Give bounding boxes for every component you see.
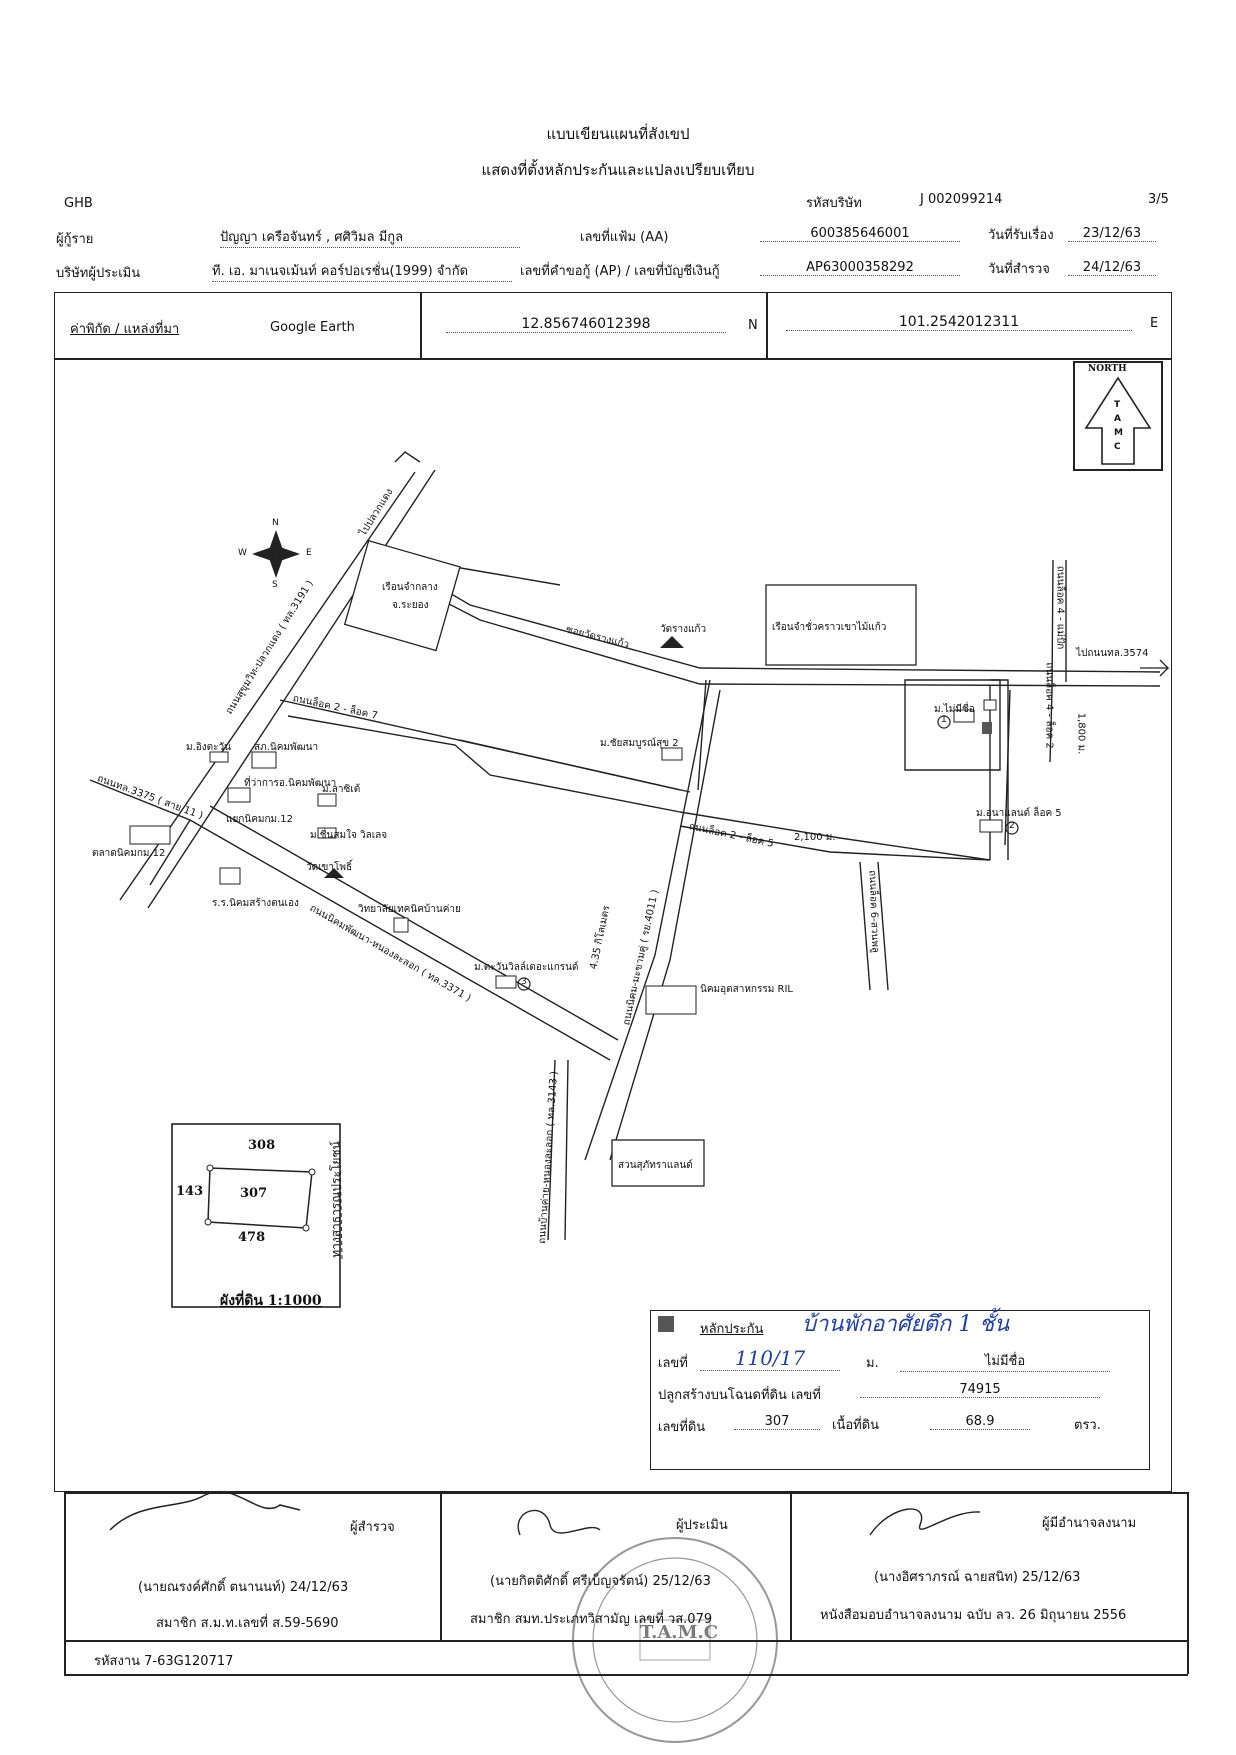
label-wat-khao-pho: วัดเขาโพธิ์: [306, 862, 353, 873]
borrower-label: ผู้กู้ราย: [56, 232, 94, 247]
label-pao-office: สภ.นิคมพัฒนา: [254, 742, 319, 753]
ap-value: AP63000358292: [760, 260, 960, 276]
compass-w: W: [238, 548, 247, 558]
label-suan-suphat: สวนสุภัทราแลนด์: [618, 1160, 693, 1171]
collateral-area: 68.9: [930, 1414, 1030, 1430]
label-temp-prison: เรือนจำชั่วคราวเขาไม้แก้ว: [772, 622, 887, 633]
label-road-lok6: ถนนล็อค 6-สวนพลู: [866, 869, 881, 954]
collateral-deed: 74915: [860, 1382, 1100, 1398]
parcel-143: 143: [176, 1184, 204, 1199]
signer-name: (นางอิศราภรณ์ ฉายสนิท) 25/12/63: [874, 1570, 1081, 1585]
collateral-no-label: เลขที่: [658, 1356, 688, 1371]
collateral-no: 110/17: [700, 1346, 840, 1371]
file-no-value: 600385646001: [760, 226, 960, 242]
inspector-member: สมาชิก ส.ม.ท.เลขที่ ส.59-5690: [156, 1616, 339, 1631]
page-number: 3/5: [1148, 192, 1169, 207]
received-label: วันที่รับเรื่อง: [988, 228, 1054, 243]
label-road-lok4-2: ถนนล็อค 4 - ล็อค 2: [1043, 662, 1055, 749]
label-dist-1800: 1,800 ม.: [1075, 712, 1087, 755]
parcel-308: 308: [248, 1138, 276, 1153]
label-prison-1: เรือนจำกลาง: [382, 582, 438, 593]
received-date: 23/12/63: [1068, 226, 1156, 242]
doc-title: แบบเขียนแผนที่สังเขป: [546, 125, 690, 143]
survey-label: วันที่สำรวจ: [988, 262, 1050, 277]
north-letter-c: C: [1114, 442, 1121, 452]
label-lachite: ม.ลาซิเต้: [322, 784, 361, 795]
signer-auth: หนังสือมอบอำนาจลงนาม ฉบับ ลว. 26 มิถุนาย…: [820, 1608, 1127, 1623]
inspector-name: (นายณรงค์ศักดิ์ ตนานนท์) 24/12/63: [138, 1580, 349, 1595]
collateral-village: ไม่มีชื่อ: [900, 1350, 1110, 1372]
org-label: GHB: [64, 196, 93, 211]
collateral-land-no-label: เลขที่ดิน: [658, 1420, 706, 1435]
job-code: รหัสงาน 7-63G120717: [94, 1654, 234, 1669]
label-district-office: ที่ว่าการอ.นิคมพัฒนา: [244, 778, 337, 789]
label-ing-tawan: ม.อิงตะวัน: [186, 742, 231, 753]
label-no-name-village: ม.ไม่มีชื่อ: [934, 704, 975, 715]
north-letter-t: T: [1114, 400, 1121, 410]
coords-lon: 101.2542012311: [786, 314, 1132, 331]
coords-lat: 12.856746012398: [446, 316, 726, 333]
label-college: วิทยาลัยเทคนิคบ้านค่าย: [358, 904, 461, 915]
appraiser-label: บริษัทผู้ประเมิน: [56, 266, 141, 281]
compass-s: S: [272, 580, 278, 590]
marker-1: 1: [941, 715, 947, 725]
coords-label: ค่าพิกัด / แหล่งที่มา: [70, 322, 180, 337]
north-letter-a: A: [1114, 414, 1121, 424]
collateral-area-label: เนื้อที่ดิน: [832, 1418, 880, 1433]
label-yaek-nikhom: แยกนิคมกม.12: [226, 814, 294, 825]
marker-3: 3: [521, 977, 527, 987]
appraiser-role: ผู้ประเมิน: [676, 1518, 728, 1533]
label-tawan-village: ม.ตะวันวิลล์เดอะแกรนด์: [474, 962, 579, 973]
company-code: J 002099214: [920, 192, 1003, 207]
parcel-478: 478: [238, 1230, 266, 1245]
collateral-type: บ้านพักอาศัยตึก 1 ชั้น: [802, 1312, 1010, 1337]
compass-e: E: [306, 548, 312, 558]
marker-2: 2: [1009, 821, 1015, 831]
label-dist-2100: 2,100 ม.: [794, 832, 836, 843]
ap-label: เลขที่คำขอกู้ (AP) / เลขที่บัญชีเงินกู้: [520, 264, 720, 279]
doc-subtitle: แสดงที่ตั้งหลักประกันและแปลงเปรียบเทียบ: [481, 161, 755, 179]
label-to-3574: ไปถนนทล.3574: [1076, 648, 1149, 659]
plot-plan-title: ผังที่ดิน 1:1000: [220, 1293, 322, 1309]
plot-road-label: ทางสาธารณประโยชน์: [328, 1141, 343, 1258]
collateral-land-no: 307: [734, 1414, 820, 1430]
company-code-label: รหัสบริษัท: [806, 196, 862, 211]
main-frame: [54, 292, 1172, 1492]
file-no-label: เลขที่แฟ้ม (AA): [580, 230, 669, 245]
inspector-role: ผู้สำรวจ: [350, 1520, 395, 1535]
label-market: ตลาดนิคมกม.12: [92, 848, 166, 859]
label-rr-school: ร.ร.นิคมสร้างตนเอง: [212, 898, 299, 909]
label-chuen-som: ม.ชื่นสมใจ วิลเลจ: [310, 830, 388, 841]
company-stamp: T.A.M.C: [640, 1622, 719, 1643]
label-ril: นิคมอุตสาหกรรม RIL: [700, 984, 793, 995]
collateral-deed-label: ปลูกสร้างบนโฉนดที่ดิน เลขที่: [658, 1388, 821, 1403]
coords-lat-dir: N: [748, 318, 758, 333]
appraiser-name: (นายกิตติศักดิ์ ศรีเบ็ญจรัตน์) 25/12/63: [490, 1574, 711, 1589]
collateral-swatch: [658, 1316, 674, 1332]
coords-lon-dir: E: [1150, 316, 1159, 331]
coords-source: Google Earth: [270, 320, 355, 335]
borrower-value: ปัญญา เครือจันทร์ , ศศิวิมล มีกูล: [220, 226, 520, 248]
label-wat-rang-kaeo: วัดรางแก้ว: [660, 624, 707, 635]
collateral-box: [650, 1310, 1150, 1470]
compass-n: N: [272, 518, 279, 528]
coords-divider: [54, 358, 1172, 360]
collateral-village-label: ม.: [866, 1356, 879, 1371]
signer-role: ผู้มีอำนาจลงนาม: [1042, 1516, 1137, 1531]
survey-date: 24/12/63: [1068, 260, 1156, 276]
appraiser-member: สมาชิก สมท.ประเภทวิสามัญ เลขที่ วส.079: [470, 1612, 713, 1627]
collateral-area-unit: ตรว.: [1074, 1418, 1101, 1433]
parcel-307: 307: [240, 1186, 268, 1201]
label-road-lok4: ถนนล็อค 4 - แม่ปัก: [1054, 565, 1066, 650]
label-prison-2: จ.ระยอง: [392, 600, 429, 611]
appraiser-value: ที. เอ. มาเนจเม้นท์ คอร์ปอเรชั่น(1999) จ…: [212, 260, 512, 282]
collateral-label: หลักประกัน: [700, 1322, 764, 1337]
label-chai-village: ม.ชัยสมบูรณ์สุข 2: [600, 738, 679, 749]
north-box-label: NORTH: [1088, 364, 1127, 374]
label-ananland: ม.อนาแลนด์ ล็อค 5: [976, 808, 1062, 819]
north-letter-m: M: [1114, 428, 1123, 438]
